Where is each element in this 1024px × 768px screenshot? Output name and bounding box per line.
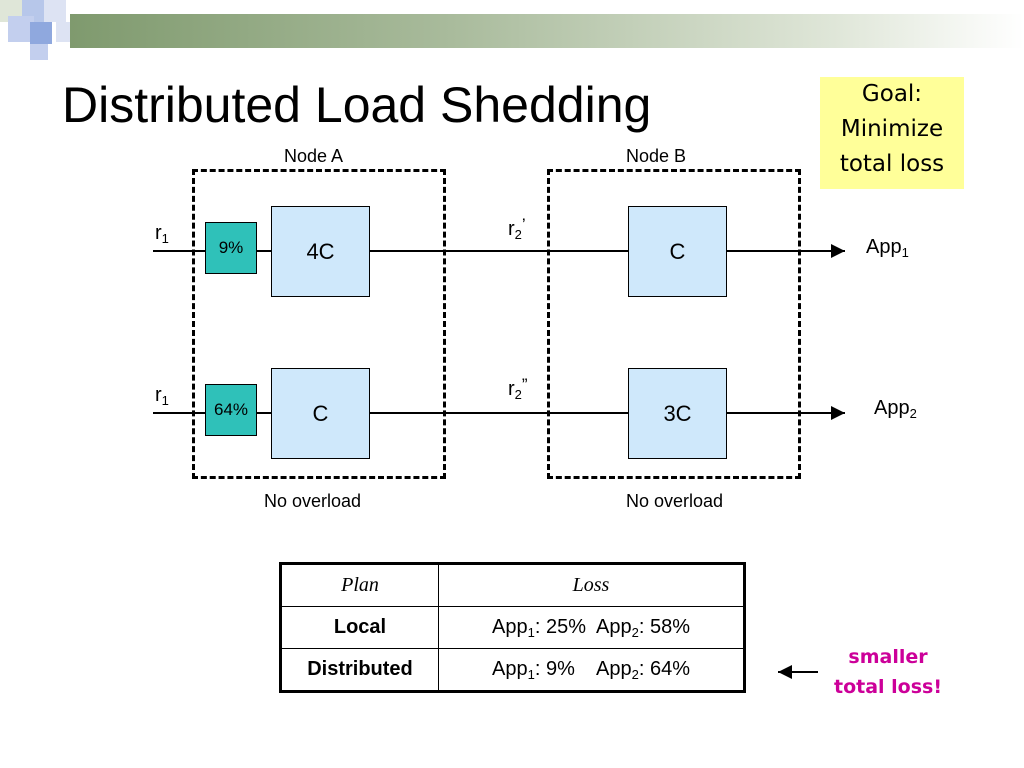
goal-line-3: total loss — [839, 151, 945, 177]
bottom-input-label: r1 — [155, 384, 169, 408]
top-mid-label: r2’ — [508, 214, 526, 242]
node-b-box — [547, 169, 801, 479]
node-a-box — [192, 169, 446, 479]
table-header-row: Plan Loss — [280, 563, 745, 607]
goal-box: Goal: Minimize total loss — [820, 77, 964, 189]
plan-cell: Local — [280, 606, 439, 649]
decor-square — [56, 22, 70, 42]
bottom-drop-box: 64% — [205, 384, 257, 436]
plan-cell: Distributed — [280, 648, 439, 692]
bottom-output-label: App2 — [874, 397, 917, 421]
table-row: Local App1: 25% App2: 58% — [280, 606, 745, 649]
goal-line-2: Minimize — [840, 116, 944, 142]
goal-line-1: Goal: — [861, 81, 923, 107]
node-a-status: No overload — [264, 491, 362, 511]
results-table: Plan Loss Local App1: 25% App2: 58% Dist… — [279, 562, 746, 693]
decor-square — [30, 22, 52, 44]
decor-square — [30, 44, 48, 60]
node-b-label: Node B — [626, 146, 687, 166]
bottom-operator-a: C — [271, 368, 370, 459]
node-b-status: No overload — [626, 491, 724, 511]
note-text: smaller total loss! — [822, 642, 954, 702]
decor-square — [8, 16, 34, 42]
top-output-label: App1 — [866, 236, 909, 260]
header-plan: Plan — [280, 563, 439, 607]
note-line-1: smaller — [848, 646, 928, 668]
top-input-label: r1 — [155, 222, 169, 246]
note-line-2: total loss! — [833, 676, 943, 698]
header-bar — [70, 14, 1024, 48]
bottom-mid-label: r2” — [508, 374, 528, 402]
node-a-label: Node A — [284, 146, 344, 166]
top-operator-a: 4C — [271, 206, 370, 297]
decor-square — [44, 0, 66, 22]
bottom-operator-b: 3C — [628, 368, 727, 459]
loss-cell: App1: 9% App2: 64% — [438, 648, 745, 692]
header-loss: Loss — [438, 563, 745, 607]
loss-cell: App1: 25% App2: 58% — [438, 606, 745, 649]
top-operator-b: C — [628, 206, 727, 297]
top-drop-box: 9% — [205, 222, 257, 274]
table-row: Distributed App1: 9% App2: 64% — [280, 648, 745, 692]
slide-title: Distributed Load Shedding — [62, 77, 652, 133]
